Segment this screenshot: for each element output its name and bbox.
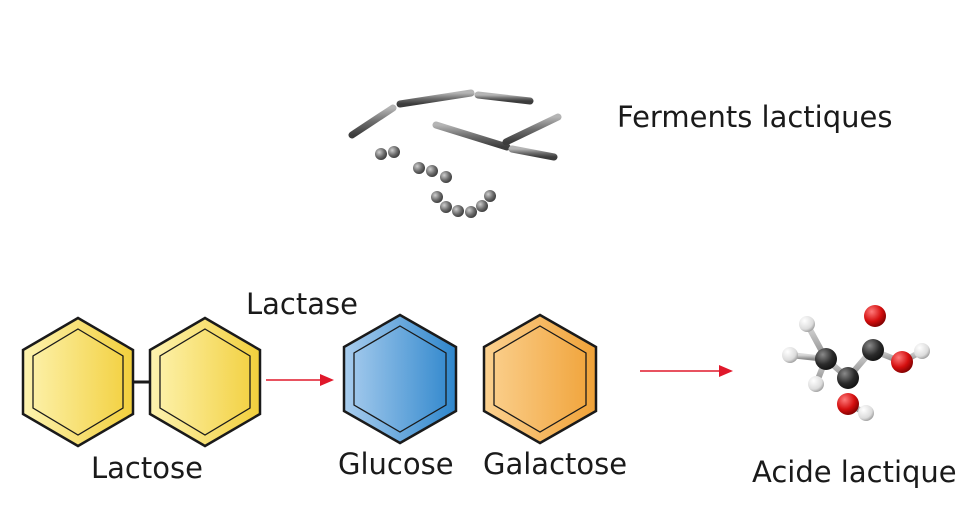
glucose-label: Glucose <box>338 447 454 481</box>
lactose-label: Lactose <box>91 451 203 485</box>
lactic-acid-label: Acide lactique <box>752 455 957 489</box>
fermentation-arrow <box>640 365 733 377</box>
lactase-label: Lactase <box>246 287 358 321</box>
glucose-molecule-icon <box>342 313 458 445</box>
ferments-label: Ferments lactiques <box>617 100 893 134</box>
lactic-acid-molecule-icon <box>782 305 930 421</box>
galactose-label: Galactose <box>483 447 628 481</box>
galactose-molecule-icon <box>482 313 598 445</box>
lactic-bacteria-icon <box>348 89 562 218</box>
lactase-arrow <box>266 374 334 386</box>
lactose-molecule-icon <box>21 316 262 448</box>
